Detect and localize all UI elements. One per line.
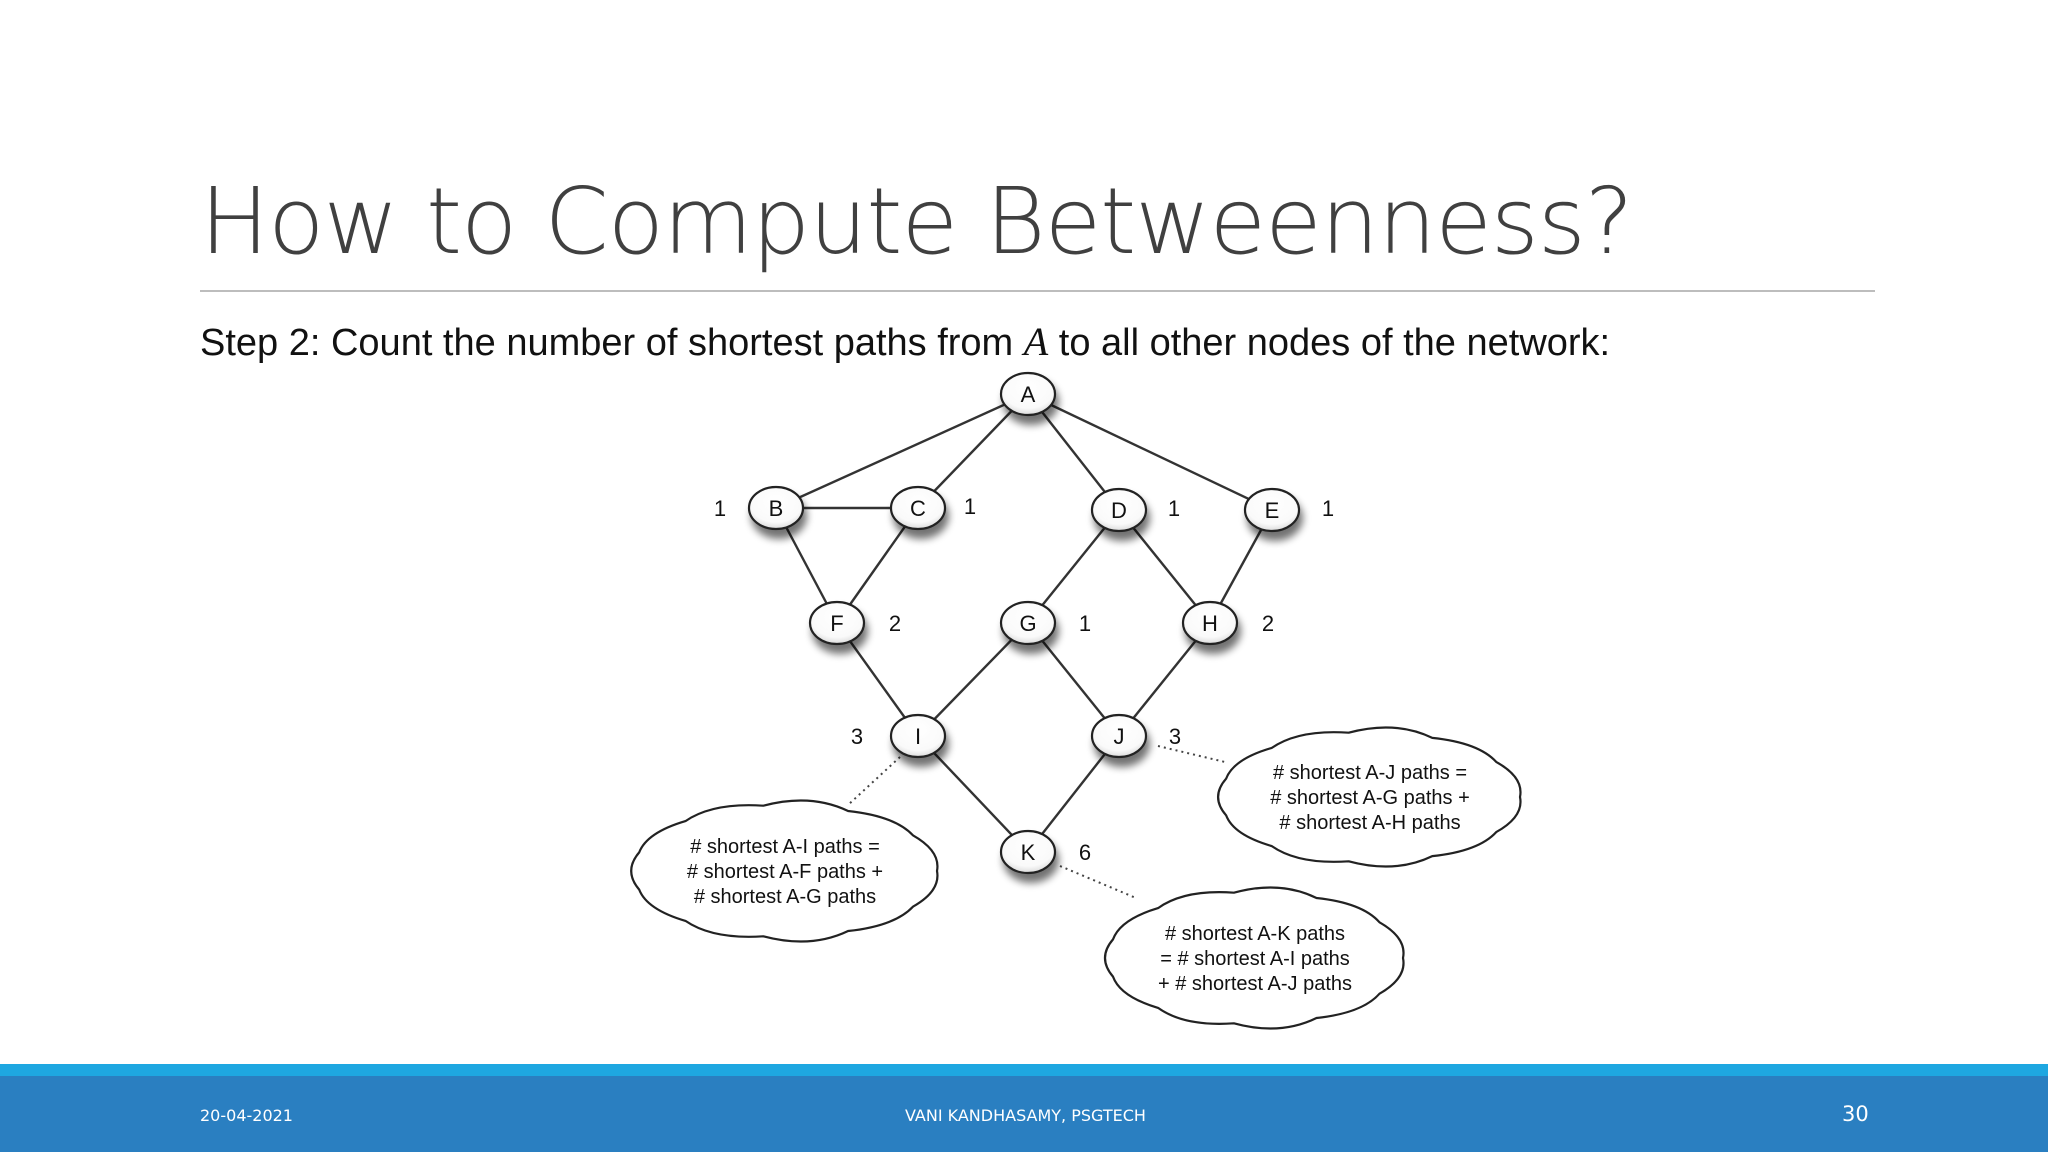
node-a: A: [999, 371, 1059, 425]
path-count-d: 1: [1168, 496, 1180, 521]
node-circle: [999, 371, 1057, 417]
node-circle: [1090, 713, 1148, 759]
callout-text-line: = # shortest A-I paths: [1160, 948, 1350, 970]
node-f: F: [808, 600, 868, 654]
path-count-i: 3: [851, 724, 863, 749]
node-label-e: E: [1265, 498, 1280, 523]
path-count-k: 6: [1079, 840, 1091, 865]
path-count-h: 2: [1262, 611, 1274, 636]
node-label-d: D: [1111, 498, 1127, 523]
node-label-h: H: [1202, 611, 1218, 636]
node-i: I: [889, 713, 949, 767]
node-label-g: G: [1019, 611, 1036, 636]
callout-i: # shortest A-I paths = # shortest A-F pat…: [630, 799, 939, 943]
path-count-c: 1: [964, 494, 976, 519]
callout-text-line: # shortest A-G paths: [694, 886, 876, 908]
callout-connectors: [847, 745, 1226, 899]
slide-title: How to Compute Betweenness?: [200, 168, 1634, 275]
node-b: B: [747, 485, 807, 539]
callout-text-line: + # shortest A-J paths: [1158, 973, 1352, 995]
footer-accent-stripe: [0, 1064, 2048, 1076]
node-k: K: [999, 829, 1059, 883]
callout-connector-i: [847, 756, 901, 806]
node-circle: [889, 713, 947, 759]
node-label-i: I: [915, 724, 921, 749]
callout-text-line: # shortest A-G paths +: [1270, 787, 1470, 809]
callout-text-line: # shortest A-J paths =: [1273, 762, 1467, 784]
node-label-a: A: [1021, 382, 1036, 407]
node-label-j: J: [1114, 724, 1125, 749]
step-instruction: Step 2: Count the number of shortest pat…: [200, 318, 1610, 365]
footer-date: 20-04-2021: [200, 1106, 293, 1125]
callout-cloud-shape: [630, 799, 939, 943]
node-circle: [1243, 487, 1301, 533]
step-variable: A: [1023, 319, 1049, 364]
node-circle: [999, 600, 1057, 646]
footer-bar: 20-04-2021 VANI KANDHASAMY, PSGTECH 30: [0, 1076, 2048, 1152]
node-h: H: [1181, 600, 1241, 654]
callout-text-line: # shortest A-K paths: [1165, 923, 1345, 945]
node-circle: [747, 485, 805, 531]
callouts-layer: # shortest A-J paths = # shortest A-G pat…: [630, 726, 1522, 1030]
callout-connector-k: [1059, 865, 1137, 899]
node-circle: [808, 600, 866, 646]
callout-k: # shortest A-K paths = # shortest A-I pat…: [1103, 886, 1405, 1030]
node-label-c: C: [910, 496, 926, 521]
footer-author: VANI KANDHASAMY, PSGTECH: [905, 1106, 1146, 1125]
path-counts-layer: 1 1 1 1 2 1 2 3 3 6: [714, 494, 1334, 865]
path-count-g: 1: [1079, 611, 1091, 636]
callout-text-line: # shortest A-F paths +: [687, 861, 883, 883]
callout-cloud-shape: [1217, 726, 1522, 868]
node-label-k: K: [1021, 840, 1036, 865]
shortest-path-count-diagram: # shortest A-J paths = # shortest A-G pat…: [630, 371, 1522, 1030]
page-number: 30: [1842, 1102, 1869, 1126]
callout-j: # shortest A-J paths = # shortest A-G pat…: [1217, 726, 1522, 868]
edge-a-e: [1027, 392, 1273, 512]
path-count-e: 1: [1322, 496, 1334, 521]
callout-cloud-shape: [1103, 886, 1405, 1030]
node-circle: [889, 485, 947, 531]
path-count-b: 1: [714, 496, 726, 521]
node-label-f: F: [830, 611, 843, 636]
node-j: J: [1090, 713, 1150, 767]
node-e: E: [1243, 487, 1303, 541]
node-circle: [1090, 487, 1148, 533]
callout-text-line: # shortest A-H paths: [1279, 812, 1460, 834]
path-count-j: 3: [1169, 724, 1181, 749]
nodes-layer: A B C D E F G H I J K: [747, 371, 1303, 883]
callout-text-line: # shortest A-I paths =: [690, 836, 880, 858]
node-d: D: [1090, 487, 1150, 541]
node-circle: [999, 829, 1057, 875]
node-c: C: [889, 485, 949, 539]
step-suffix: to all other nodes of the network:: [1048, 322, 1611, 364]
title-divider: [200, 290, 1875, 292]
node-g: G: [999, 600, 1059, 654]
node-label-b: B: [769, 496, 784, 521]
step-prefix: Step 2: Count the number of shortest pat…: [200, 322, 1024, 364]
path-count-f: 2: [889, 611, 901, 636]
node-circle: [1181, 600, 1239, 646]
edge-a-b: [775, 392, 1029, 510]
